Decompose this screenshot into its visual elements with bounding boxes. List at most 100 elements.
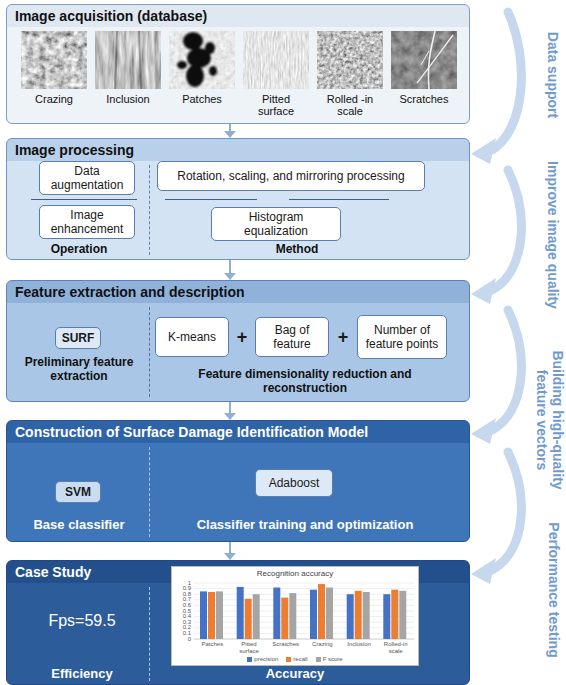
texture bbox=[21, 31, 87, 89]
arrow-head bbox=[471, 138, 496, 164]
category-label: Crazing bbox=[304, 641, 341, 648]
flow-line bbox=[229, 260, 231, 273]
arrow-head bbox=[224, 413, 236, 420]
defect-sample: Scratches bbox=[391, 31, 457, 105]
side-label: Data support bbox=[545, 32, 561, 118]
inclusion-texture bbox=[95, 31, 161, 89]
image-caption: Scratches bbox=[391, 93, 457, 105]
panel-heading: Construction of Surface Damage Identific… bbox=[15, 424, 368, 440]
recall-bars bbox=[208, 584, 398, 639]
box-text: K-means bbox=[168, 330, 216, 344]
plus-sign: + bbox=[332, 327, 354, 347]
dark-patch bbox=[177, 32, 217, 87]
axis-tick: 0.1 bbox=[172, 630, 191, 637]
image-caption: Inclusion bbox=[95, 93, 161, 105]
stage-panel: Construction of Surface Damage Identific… bbox=[6, 420, 470, 542]
divider-line bbox=[149, 447, 150, 537]
side-label: Performance testing bbox=[545, 522, 561, 657]
pitted-texture bbox=[243, 31, 309, 89]
streak bbox=[115, 31, 141, 89]
flow-line bbox=[229, 402, 231, 413]
flow-arrow bbox=[224, 124, 236, 138]
axis-tick: 0.8 bbox=[172, 591, 191, 598]
image-caption: Patches bbox=[169, 93, 235, 105]
panel-label: Preliminary feature extraction bbox=[17, 355, 141, 383]
panel-heading: Image acquisition (database) bbox=[15, 8, 207, 24]
panel-label: Base classifier bbox=[17, 517, 141, 533]
axis-tick: 0 bbox=[172, 636, 191, 643]
box-text: SVM bbox=[65, 485, 91, 499]
panel-heading: Image processing bbox=[15, 142, 134, 158]
rule-line bbox=[165, 199, 257, 200]
image-caption: Crazing bbox=[21, 93, 87, 105]
box-text: Adaboost bbox=[269, 476, 320, 490]
chart-legend: precision recall F score bbox=[172, 656, 418, 663]
curved-arrow bbox=[492, 452, 521, 570]
legend-item: recall bbox=[286, 656, 307, 663]
flow-arrow bbox=[224, 542, 236, 560]
fscore-bars bbox=[216, 588, 406, 640]
image-caption: Pitted surface bbox=[243, 93, 309, 117]
category-label: Inclusion bbox=[341, 641, 378, 648]
method-box: SURF bbox=[55, 327, 101, 349]
panel-label: Method bbox=[157, 242, 437, 256]
category-label: Pitted surface bbox=[231, 641, 268, 655]
method-box: K-means bbox=[155, 317, 229, 357]
box-text: Bag of feature bbox=[261, 323, 323, 351]
stage-panel: Feature extraction and descriptionPrelim… bbox=[6, 280, 470, 402]
operation-box: Data augmentation bbox=[39, 161, 135, 195]
category-label: Patches bbox=[194, 641, 231, 648]
panel-label: Classifier training and optimization bbox=[155, 517, 455, 533]
method-box: Number of feature points bbox=[357, 315, 447, 359]
curved-arrow bbox=[492, 310, 521, 430]
panel-label: Accuracy bbox=[171, 666, 419, 682]
curved-arrow bbox=[492, 12, 521, 150]
category-label: Rolled-in scale bbox=[377, 641, 414, 655]
side-label: Improve image quality bbox=[545, 161, 561, 309]
operation-box: Image enhancement bbox=[39, 205, 135, 239]
image-caption: Rolled -in scale bbox=[317, 93, 383, 117]
legend-text: recall bbox=[293, 656, 307, 663]
box-text: Rotation, scaling, and mirroring process… bbox=[177, 169, 404, 183]
box-text: Data augmentation bbox=[45, 164, 129, 192]
axis-tick: 0.5 bbox=[172, 608, 191, 615]
panel-label: Efficiency bbox=[17, 666, 147, 682]
box-text: SURF bbox=[62, 331, 95, 345]
box-text: Number of feature points bbox=[363, 323, 441, 351]
texture bbox=[95, 31, 161, 89]
bar-chart bbox=[172, 567, 418, 665]
scratches-texture bbox=[391, 31, 457, 89]
legend-item: F score bbox=[316, 656, 343, 663]
defect-sample: Pitted surface bbox=[243, 31, 309, 117]
defect-sample: Inclusion bbox=[95, 31, 161, 105]
patches-texture bbox=[169, 31, 235, 89]
defect-sample: Rolled -in scale bbox=[317, 31, 383, 117]
axis-tick: 0.3 bbox=[172, 619, 191, 626]
axis-tick: 1 bbox=[172, 580, 191, 587]
legend-item: precision bbox=[247, 656, 278, 663]
legend-text: precision bbox=[254, 656, 278, 663]
rolled-scale-texture bbox=[317, 31, 383, 89]
classifier-box: SVM bbox=[55, 481, 101, 503]
chart-frame: Recognition accuracy00.10.20.30.40.50.60… bbox=[171, 566, 419, 666]
axis-tick: 0.2 bbox=[172, 624, 191, 631]
axis bbox=[194, 639, 414, 640]
stage-panel: Image acquisition (database) Crazing Inc… bbox=[6, 4, 470, 124]
box-text: Histogram equalization bbox=[217, 210, 335, 238]
classifier-box: Adaboost bbox=[255, 469, 333, 497]
texture bbox=[317, 31, 383, 89]
axis-tick: 0.9 bbox=[172, 585, 191, 592]
method-box: Rotation, scaling, and mirroring process… bbox=[157, 161, 425, 191]
arrow-head bbox=[471, 418, 496, 444]
rule-line bbox=[31, 199, 137, 200]
legend-swatch bbox=[316, 657, 321, 662]
flow-line bbox=[229, 542, 231, 553]
rule-line bbox=[289, 199, 389, 200]
panel-label: Feature dimensionality reduction and rec… bbox=[155, 367, 455, 395]
axis-tick: 0.6 bbox=[172, 602, 191, 609]
box-text: Image enhancement bbox=[45, 208, 129, 236]
scratch-line bbox=[417, 31, 453, 89]
arrow-head bbox=[224, 553, 236, 560]
divider-line bbox=[149, 307, 150, 397]
